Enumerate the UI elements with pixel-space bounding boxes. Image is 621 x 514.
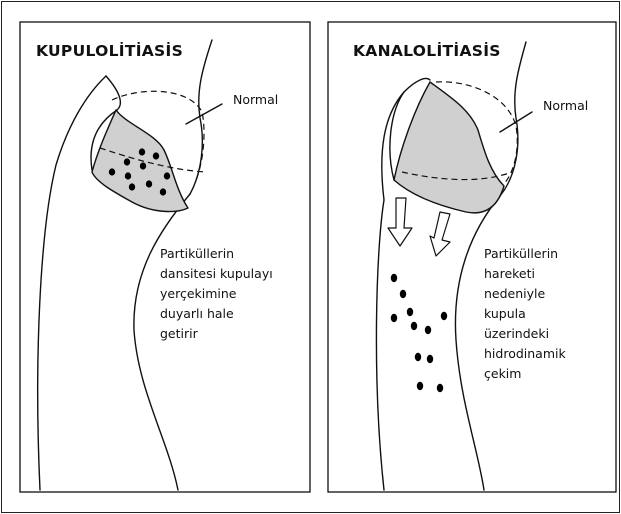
particle <box>437 384 443 392</box>
particle <box>415 353 421 361</box>
panel-title: KUPULOLİTİASİS <box>36 41 183 60</box>
description-line: getirir <box>160 326 199 341</box>
particle <box>417 382 423 390</box>
particle <box>427 355 433 363</box>
canal-upper-wall <box>190 40 212 194</box>
description-line: yerçekimine <box>160 286 237 301</box>
description-line: Partiküllerin <box>484 246 558 261</box>
cupula <box>394 82 504 213</box>
panel-title: KANALOLİTİASİS <box>353 41 501 60</box>
particle <box>425 326 431 334</box>
panel-description: Partiküllerin hareketi nedeniyle kupula … <box>484 246 566 381</box>
canal-inner-wall <box>134 194 190 490</box>
particle <box>146 180 152 187</box>
panel-border <box>328 22 616 492</box>
down-arrow-icon <box>388 198 412 246</box>
description-line: çekim <box>484 366 521 381</box>
particle <box>160 188 166 195</box>
particle <box>140 162 146 169</box>
canal-outer-wall <box>38 76 106 490</box>
description-line: üzerindeki <box>484 326 549 341</box>
description-line: duyarlı hale <box>160 306 234 321</box>
description-line: hidrodinamik <box>484 346 566 361</box>
particle <box>164 172 170 179</box>
particle <box>411 322 417 330</box>
particle <box>400 290 406 298</box>
description-line: dansitesi kupulayı <box>160 266 273 281</box>
normal-pointer-line <box>186 104 222 124</box>
particles <box>391 274 447 392</box>
particle <box>124 158 130 165</box>
particle <box>407 308 413 316</box>
particle <box>391 314 397 322</box>
description-line: Partiküllerin <box>160 246 234 261</box>
particle <box>153 152 159 159</box>
panel-description: Partiküllerin dansitesi kupulayı yerçeki… <box>160 246 273 341</box>
description-line: kupula <box>484 306 526 321</box>
particle <box>129 183 135 190</box>
description-line: nedeniyle <box>484 286 546 301</box>
particle <box>441 312 447 320</box>
normal-label: Normal <box>543 98 588 113</box>
ampulla-top-outline <box>106 76 120 110</box>
particle <box>391 274 397 282</box>
panel-cupulolithiasis: KUPULOLİTİASİS Normal Partikül <box>20 22 310 492</box>
particle <box>109 168 115 175</box>
normal-label: Normal <box>233 92 278 107</box>
description-line: hareketi <box>484 266 535 281</box>
canal-inner-wall <box>455 196 500 490</box>
particle <box>139 148 145 155</box>
down-arrow-icon <box>430 212 450 256</box>
particle <box>125 172 131 179</box>
panel-canalithiasis: KANALOLİTİASİS Normal <box>328 22 616 492</box>
